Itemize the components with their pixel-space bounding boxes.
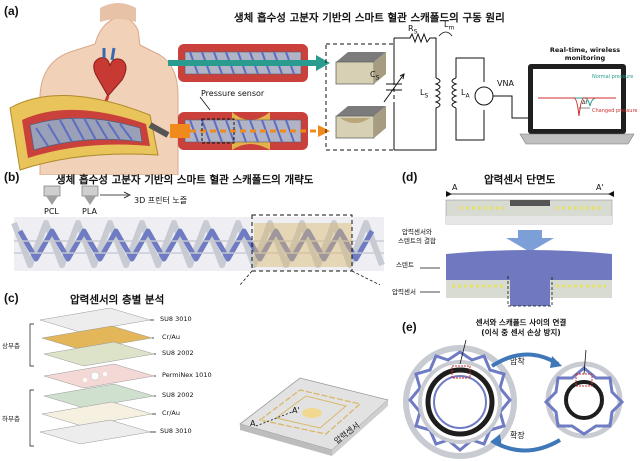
layer-su8-3010-bottom <box>39 419 151 445</box>
pressure-sensor-label: Pressure sensor <box>201 89 265 98</box>
sensor-state-normal <box>335 52 386 85</box>
sensor-3d-render <box>239 377 389 456</box>
panel-e-label: (e) <box>402 320 417 334</box>
layer-label-2: Cr/Au <box>162 333 180 341</box>
delta-f-label: Δf <box>582 100 588 106</box>
circuit-cs-label: CS <box>370 70 380 82</box>
panel-d-title: 압력센서 단면도 <box>484 174 556 186</box>
layer-label-5: SU8 2002 <box>162 391 194 399</box>
layer-label-1: SU8 3010 <box>160 315 192 323</box>
sensor-cross-section <box>445 199 613 225</box>
layer-label-7: SU8 3010 <box>160 427 192 435</box>
a-prime-mark-3d: A' <box>292 406 300 415</box>
sensor-state-pressed <box>335 106 386 139</box>
pla-label: PLA <box>82 207 97 216</box>
combined-cross-section <box>446 250 612 307</box>
pcl-label: PCL <box>44 207 59 216</box>
panel-a-illustration <box>9 3 635 175</box>
sensor-label: 압력센서 <box>392 288 416 296</box>
cross-section-a: A <box>452 183 458 192</box>
combine-label: 압력센서와 스텐트의 결합 <box>398 228 436 245</box>
printer-nozzle-pcl <box>43 185 61 205</box>
panel-a-label: (a) <box>4 4 19 18</box>
monitor-title: Real-time, wireless monitoring <box>549 46 621 62</box>
expand-label: 확장 <box>510 431 525 440</box>
panel-d-illustration <box>420 191 614 307</box>
cross-section-a-prime: A' <box>596 183 604 192</box>
vessel-lower <box>170 112 330 150</box>
panel-e-illustration <box>403 339 625 459</box>
panel-c-label: (c) <box>4 291 19 305</box>
layer-label-3: SU8 2002 <box>162 349 194 357</box>
panel-d-label: (d) <box>402 170 418 184</box>
compress-label: 압착 <box>510 357 525 366</box>
expanded-stent-ring <box>403 345 517 459</box>
panel-e-title: 센서와 스캐폴드 사이의 연결 (이식 중 센서 손상 방지) <box>475 318 567 337</box>
laptop-icon <box>519 64 635 145</box>
layer-label-6: Cr/Au <box>162 409 180 417</box>
circuit-rs-label: RS <box>408 24 418 36</box>
changed-pressure-label: Changed pressure <box>592 108 638 114</box>
pressure-sensor-pointer <box>199 96 211 111</box>
circuit-ls-label: LS <box>420 88 429 100</box>
sensor-detail-box <box>325 43 395 151</box>
panel-b-illustration <box>11 185 385 285</box>
printer-nozzle-pla <box>81 185 99 205</box>
sensor-region-box <box>251 214 353 272</box>
layer-label-4: PermiNex 1010 <box>162 371 212 379</box>
layer-su8-2002-top <box>43 341 155 367</box>
printer-nozzle-label: 3D 프린터 노즐 <box>134 196 188 205</box>
stent-label: 스텐트 <box>396 261 414 269</box>
a-mark-3d: A <box>250 419 256 428</box>
panel-a-title: 생체 흡수성 고분자 기반의 스마트 혈관 스캐폴드의 구동 원리 <box>234 12 505 24</box>
lc-circuit <box>383 31 530 151</box>
normal-pressure-label: Normal pressure <box>592 74 634 80</box>
panel-c-title: 압력센서의 층별 분석 <box>70 294 165 306</box>
vna-label: VNA <box>497 79 514 88</box>
vessel-upper <box>168 44 330 82</box>
layer-su8-3010-top <box>39 307 151 333</box>
vessel-cutaway <box>9 95 170 171</box>
panel-b-label: (b) <box>4 170 20 184</box>
upper-layer-label: 상부층 <box>2 342 20 350</box>
expand-arrow <box>493 438 562 453</box>
lower-layer-label: 하부층 <box>2 415 20 423</box>
circuit-lm-label: Lm <box>444 20 455 32</box>
panel-b-title: 생체 흡수성 고분자 기반의 스마트 혈관 스캐폴드의 개략도 <box>56 174 314 186</box>
compressed-stent-ring <box>543 361 625 439</box>
circuit-la-label: LA <box>461 88 470 100</box>
combine-arrow <box>506 230 554 252</box>
stent-body <box>11 214 385 272</box>
panel-c-layer-stack <box>29 307 389 456</box>
